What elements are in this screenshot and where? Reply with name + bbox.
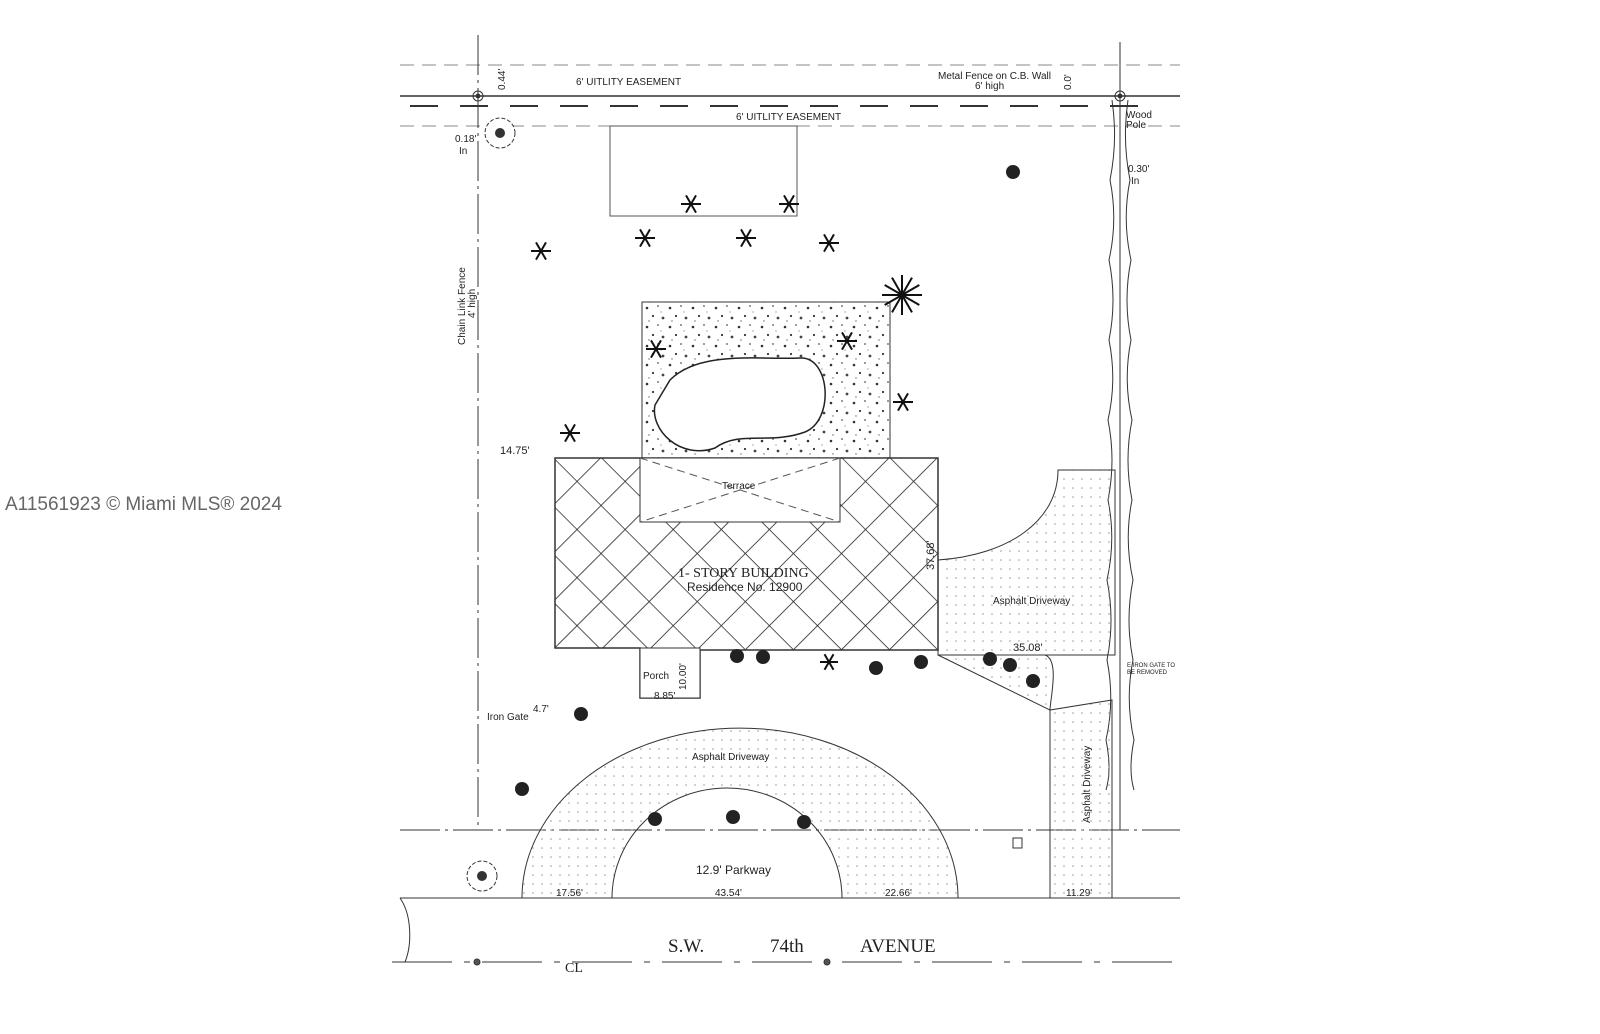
iron-gate-label: Iron Gate [487, 712, 529, 723]
shed-outline [609, 125, 798, 217]
shrub-icon [726, 810, 740, 824]
iron-gate-note-2: BE REMOVED [1127, 670, 1168, 676]
asphalt-driveway-right-label: Asphalt Driveway [993, 596, 1070, 607]
easement-lines [400, 64, 1180, 127]
shrub-icon [983, 652, 997, 666]
palm-tree-icon [837, 331, 857, 351]
dim-3768: 37.68' [925, 540, 937, 570]
terrace [639, 457, 841, 523]
dim-1475: 14.75' [500, 445, 530, 457]
pool [653, 357, 826, 452]
wood-pole-label: Wood [1126, 110, 1152, 121]
palm-tree-icon [646, 339, 666, 359]
shrub-icon [869, 661, 883, 675]
asphalt-driveway-arc-label: Asphalt Driveway [692, 752, 769, 763]
asphalt-driveway-arc [521, 727, 959, 899]
shrub-icon [1006, 165, 1020, 179]
shrub-icon [1026, 674, 1040, 688]
watermark: A11561923 © Miami MLS® 2024 [5, 494, 282, 515]
shrub-icon [914, 655, 928, 669]
centerline-symbol: CL [565, 961, 583, 976]
palm-tree-icon [819, 233, 839, 253]
dim-885: 8.85' [654, 691, 675, 702]
iron-gate-note: E IRON GATE TO [1127, 663, 1175, 669]
street [392, 837, 1180, 966]
wood-pole-label-2: Pole [1126, 120, 1146, 131]
palm-tree-icon [736, 228, 756, 248]
shrub-icon [515, 782, 529, 796]
large-tree-trunk-icon [495, 128, 505, 138]
porch-outline [639, 647, 701, 699]
street-name-sw: S.W. [668, 936, 704, 957]
shrub-icon [648, 812, 662, 826]
shrub-icon [1003, 658, 1017, 672]
palm-tree-icon [681, 194, 701, 214]
dim-00: 0.0' [1063, 74, 1074, 90]
pool-deck [641, 301, 891, 459]
dim-1000: 10.00' [678, 663, 689, 690]
asphalt-driveway-right [937, 469, 1116, 656]
dim-2266: 22.66' [885, 888, 912, 899]
porch-label: Porch [643, 671, 669, 682]
residence-label: Residence No. 12900 [687, 580, 803, 594]
terrace-label: Terrace [722, 481, 756, 492]
dim-4354: 43.54' [715, 888, 742, 899]
palm-tree-icon [882, 275, 922, 315]
chain-fence-label: Chain Link Fence [457, 267, 468, 345]
palm-tree-icon [635, 228, 655, 248]
shrub-icon [574, 707, 588, 721]
large-tree-trunk-icon [477, 871, 487, 881]
metal-fence-label: Metal Fence on C.B. Wall [938, 71, 1051, 82]
dim-3508: 35.08' [1013, 642, 1043, 654]
dim-018: 0.18' [455, 134, 476, 145]
trees [466, 117, 1040, 892]
asphalt-driveway-vertical-label: Asphalt Driveway [1082, 746, 1093, 823]
dim-030: 0.30' [1128, 164, 1149, 175]
metal-fence-height: 6' high [975, 81, 1004, 92]
palm-tree-icon [893, 392, 913, 412]
shrub-icon [730, 649, 744, 663]
in-left: In [459, 146, 467, 157]
palm-tree-icon [531, 241, 551, 261]
shrub-icon [756, 650, 770, 664]
dim-044: 0.44' [497, 69, 508, 90]
dim-1129: 11.29' [1066, 888, 1092, 899]
parkway-label: 12.9' Parkway [696, 863, 771, 877]
street-name-avenue: AVENUE [860, 936, 936, 957]
palm-tree-icon [779, 194, 799, 214]
easement-label-bottom: 6' UITLITY EASEMENT [736, 112, 841, 123]
building-label: 1- STORY BUILDING [678, 566, 809, 581]
street-name-74th: 74th [770, 936, 804, 957]
in-right: In [1131, 176, 1139, 187]
dim-1756: 17.56' [556, 888, 583, 899]
palm-tree-icon [560, 423, 580, 443]
property-lines [400, 35, 1180, 831]
palm-tree-icon [820, 653, 838, 671]
easement-label-top: 6' UITLITY EASEMENT [576, 77, 681, 88]
chain-fence-height: 4' high [467, 289, 478, 318]
dim-47: 4.7' [533, 704, 549, 715]
shrub-icon [797, 815, 811, 829]
